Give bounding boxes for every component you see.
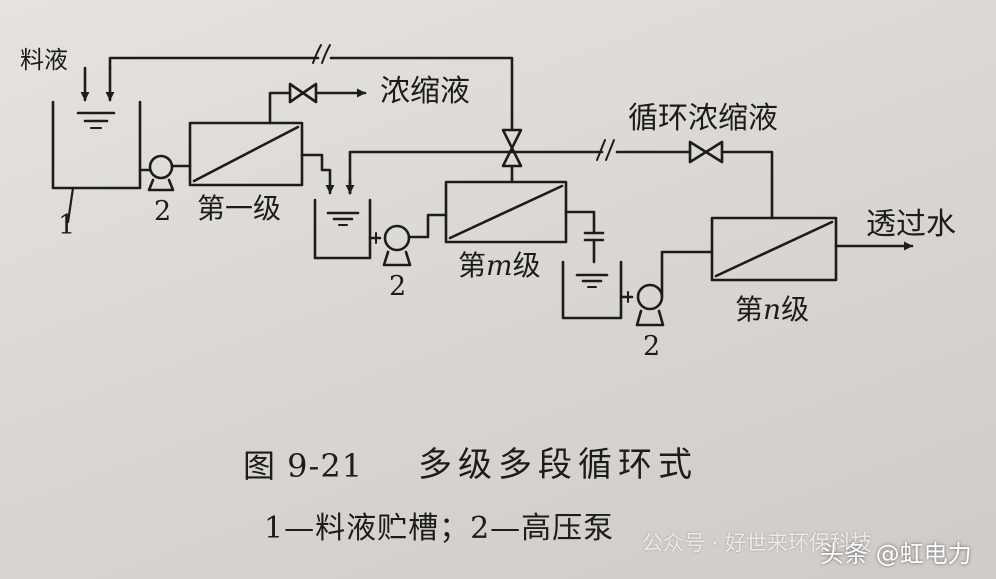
- stage-first-label: 第一级: [197, 192, 282, 225]
- stage-n-prefix: 第: [735, 293, 764, 326]
- stage-m-label: 第m级: [458, 252, 541, 280]
- stage-first-permeate-line: [300, 153, 335, 195]
- stage-n-suffix: 级: [781, 293, 810, 326]
- figure-title: 多级多段循环式: [418, 445, 698, 485]
- concentrate-label: 浓缩液: [380, 74, 470, 109]
- pump-3-number: 2: [643, 331, 661, 362]
- recycle-concentrate-line: [348, 139, 774, 220]
- stage-n-variable: n: [763, 293, 782, 326]
- stage-m-prefix: 第: [458, 249, 487, 282]
- pump-3-icon: [619, 250, 714, 327]
- recycle-line-to-feed-tank: [108, 44, 514, 132]
- permeate-label: 透过水: [866, 207, 956, 242]
- tank-number-label: 1: [58, 210, 76, 241]
- stage-m-variable: m: [486, 249, 513, 282]
- stage-n-membrane: [710, 216, 838, 282]
- stage-m-concentrate-valve: [501, 128, 523, 184]
- stage-m-membrane: [444, 180, 568, 244]
- feed-tank: [51, 100, 142, 224]
- concentrate-outlet: [268, 82, 367, 125]
- figure-number: 图 9-21: [243, 447, 364, 485]
- stage-first-membrane: [188, 121, 304, 187]
- stage-m-permeate-line: [564, 210, 605, 264]
- platform-watermark: 头条 @虹电力: [820, 540, 972, 568]
- channel-watermark: 公众号 · 好世来环保科技: [642, 531, 873, 555]
- recycle-concentrate-label: 循环浓缩液: [628, 101, 778, 136]
- intermediate-tank-1: [313, 198, 372, 260]
- pump-1-icon: [138, 154, 192, 192]
- intermediate-tank-2: [561, 260, 623, 320]
- feed-label: 料液: [20, 46, 68, 74]
- figure-legend: 1—料液贮槽；2—高压泵: [264, 511, 615, 546]
- stage-m-suffix: 级: [512, 249, 541, 282]
- feed-inlet-arrows: [80, 66, 115, 102]
- pump-1-number: 2: [154, 196, 172, 227]
- pump-2-number: 2: [389, 271, 407, 302]
- pump-2-icon: [368, 213, 448, 267]
- stage-n-label: 第n级: [735, 296, 809, 324]
